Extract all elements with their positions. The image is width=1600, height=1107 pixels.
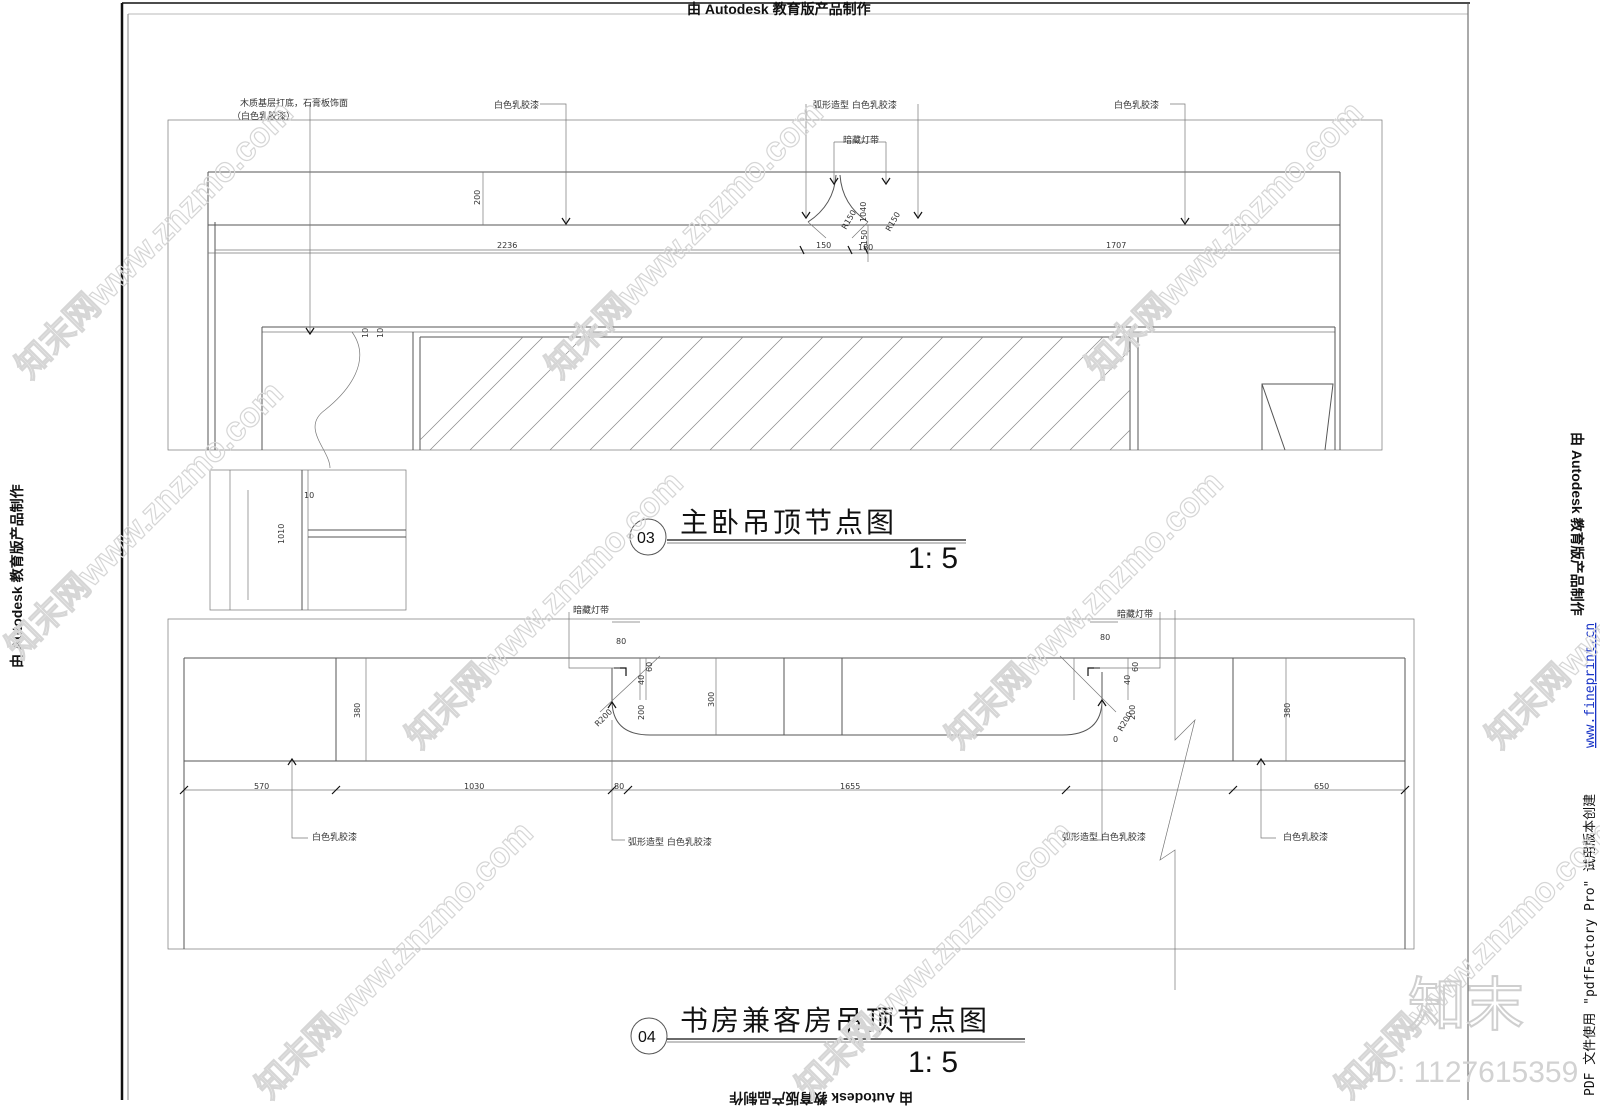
watermark-site-2: 知末网www.znzmo.com [539, 94, 831, 386]
note-white-paint-left-04: 白色乳胶漆 [312, 831, 357, 843]
pdf-factory-note: PDF 文件使用 "pdfFactory Pro" 试用版本创建 [1582, 794, 1598, 1096]
dim-2236: 2236 [497, 241, 517, 250]
dim-1040: 1040 [859, 202, 868, 222]
dim-40-a: 40 [637, 675, 646, 685]
dim-r200-right: R200 [1116, 710, 1134, 733]
drawing-number-03: 03 [637, 530, 655, 547]
dim-80-c: 80 [614, 782, 624, 791]
dim-570: 570 [254, 782, 269, 791]
dim-60-b: 60 [1131, 662, 1140, 672]
watermark-site-5: 知末网www.znzmo.com [399, 464, 691, 756]
hatch-pattern [419, 336, 1131, 451]
edu-stamp-bottom: 由 Autodesk 教育版产品制作 [729, 1090, 913, 1106]
dim-650: 650 [1314, 782, 1329, 791]
note-wood-base-sub: （白色乳胶漆） [232, 110, 295, 122]
watermark-site-8: 知末网www.znzmo.com [249, 814, 541, 1106]
dim-r150-right: R150 [884, 210, 902, 233]
watermark-site-3: 知末网www.znzmo.com [1079, 94, 1371, 386]
drawing-04: 暗藏灯带 暗藏灯带 白色乳胶漆 弧形造型 白色乳胶漆 弧形造型 白色乳胶漆 白色… [167, 604, 1415, 1079]
dim-40-b: 40 [1123, 675, 1132, 685]
dim-200: 200 [473, 190, 482, 205]
edu-stamp-left: 由 Autodesk 教育版产品制作 [9, 484, 25, 668]
drawing-03: 木质基层打底，石膏板饰面 （白色乳胶漆） 白色乳胶漆 弧形造型 白色乳胶漆 白色… [167, 97, 1383, 611]
dim-10-c: 10 [304, 491, 314, 500]
dim-380-b: 380 [1283, 703, 1292, 718]
drawing-number-circle-04 [630, 1017, 668, 1055]
dim-r200-left: R200 [593, 707, 614, 728]
znzmo-logo: 知末 [1408, 971, 1524, 1039]
note-white-paint-left: 白色乳胶漆 [494, 99, 539, 111]
dim-1030: 1030 [464, 782, 484, 791]
drawing-scale-03: 1: 5 [908, 542, 958, 575]
watermark-layer: 知末网www.znzmo.com 知末网www.znzmo.com 知末网www… [0, 93, 1600, 1106]
note-hidden-light-right: 暗藏灯带 [1117, 608, 1153, 620]
dim-10-b: 10 [376, 328, 385, 338]
edu-stamp-right: 由 Autodesk 教育版产品制作 [1569, 432, 1585, 616]
drawing-number-circle-03 [629, 518, 667, 556]
note-wood-base: 木质基层打底，石膏板饰面 [240, 97, 348, 109]
dim-10-a: 10 [361, 328, 370, 338]
drawing-scale-04: 1: 5 [908, 1046, 958, 1079]
dim-180: 180 [858, 243, 873, 252]
note-white-paint-right-04: 白色乳胶漆 [1283, 831, 1328, 843]
dim-200-b: 200 [1128, 705, 1137, 720]
edu-stamp-top: 由 Autodesk 教育版产品制作 [687, 1, 871, 17]
drawing-title-04: 书房兼客房吊顶节点图 [680, 1004, 990, 1037]
drawing-number-04: 04 [638, 1029, 656, 1046]
dim-1010: 1010 [277, 524, 286, 544]
dim-1707: 1707 [1106, 241, 1126, 250]
watermark-site-4: 知末网www.znzmo.com [0, 374, 291, 666]
fineprint-link[interactable]: www.fineprint.cn [1583, 623, 1598, 748]
dim-150: 150 [816, 241, 831, 250]
dim-80-a: 80 [616, 637, 626, 646]
watermark-site-6: 知末网www.znzmo.com [939, 464, 1231, 756]
note-arc-left-04: 弧形造型 白色乳胶漆 [628, 836, 712, 848]
sheet-frame [120, 2, 1470, 1100]
note-hidden-light: 暗藏灯带 [843, 134, 879, 146]
note-hidden-light-left: 暗藏灯带 [573, 604, 609, 616]
dim-r150-left: R150 [840, 208, 858, 231]
dim-60-a: 60 [645, 662, 654, 672]
dim-150-v: 150 [860, 230, 869, 245]
dim-200-a: 200 [637, 705, 646, 720]
note-arc-shape: 弧形造型 白色乳胶漆 [813, 99, 897, 111]
dim-80-b: 80 [1100, 633, 1110, 642]
image-id: ID: 1127615359 [1367, 1056, 1578, 1089]
watermark-site-1: 知末网www.znzmo.com [9, 94, 301, 386]
note-white-paint-right: 白色乳胶漆 [1114, 99, 1159, 111]
note-arc-right-04: 弧形造型 白色乳胶漆 [1062, 831, 1146, 843]
dim-380-a: 380 [353, 703, 362, 718]
dim-0: 0 [1113, 735, 1118, 744]
drawing-title-03: 主卧吊顶节点图 [680, 506, 897, 539]
dim-1655: 1655 [840, 782, 860, 791]
dim-300: 300 [707, 692, 716, 707]
